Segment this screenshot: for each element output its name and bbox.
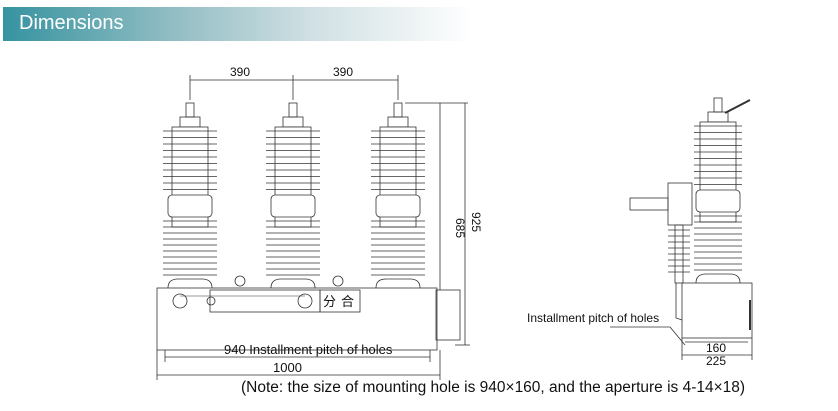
section-title: Dimensions bbox=[19, 12, 124, 34]
dim-pitch-left: 390 bbox=[230, 65, 250, 79]
dim-height-925: 925 bbox=[469, 212, 483, 232]
pole-right bbox=[371, 102, 425, 289]
dim-hole-pitch-940: 940 Installment pitch of holes bbox=[224, 342, 393, 357]
dim-hole-pitch-160: 160 bbox=[706, 341, 726, 355]
dim-height-685: 685 bbox=[453, 218, 467, 238]
dim-pitch-right: 390 bbox=[333, 65, 353, 79]
mechanism-box bbox=[156, 287, 438, 351]
pole-middle bbox=[266, 102, 320, 289]
panel-open-label: 分 bbox=[323, 294, 336, 309]
dim-depth-225: 225 bbox=[706, 354, 726, 368]
mounting-note: (Note: the size of mounting hole is 940×… bbox=[241, 379, 746, 396]
side-mechanism-box bbox=[681, 282, 753, 339]
dim-width-1000: 1000 bbox=[273, 360, 302, 375]
pole-left bbox=[163, 102, 217, 289]
panel-close-label: 合 bbox=[341, 294, 354, 309]
section-header: Dimensions bbox=[3, 7, 473, 41]
side-pole bbox=[694, 97, 742, 284]
side-hole-pitch-label: Installment pitch of holes bbox=[527, 311, 659, 325]
side-secondary-insulator bbox=[668, 224, 690, 284]
front-view: 390 390 685 925 分 合 940 Installment pitc… bbox=[156, 65, 483, 380]
side-view: Installment pitch of holes 160 225 bbox=[527, 97, 753, 368]
